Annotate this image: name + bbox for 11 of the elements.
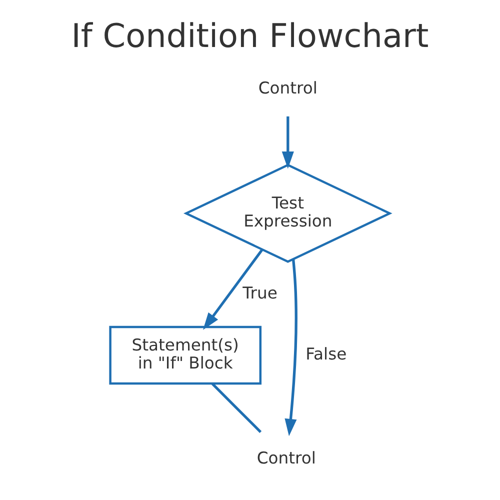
node-text: Control: [258, 78, 318, 97]
arrow: [203, 248, 264, 330]
node-diamond: Test Expression: [184, 163, 392, 262]
node-text: Control: [256, 448, 316, 467]
arrow: [282, 116, 294, 168]
connector: [211, 382, 262, 432]
edge-label: False: [306, 344, 347, 363]
arrow: [284, 258, 298, 436]
node-box: Statement(s) in "If" Block: [109, 325, 262, 384]
edge-label: True: [242, 283, 278, 302]
diagram-title: If Condition Flowchart: [71, 16, 429, 55]
